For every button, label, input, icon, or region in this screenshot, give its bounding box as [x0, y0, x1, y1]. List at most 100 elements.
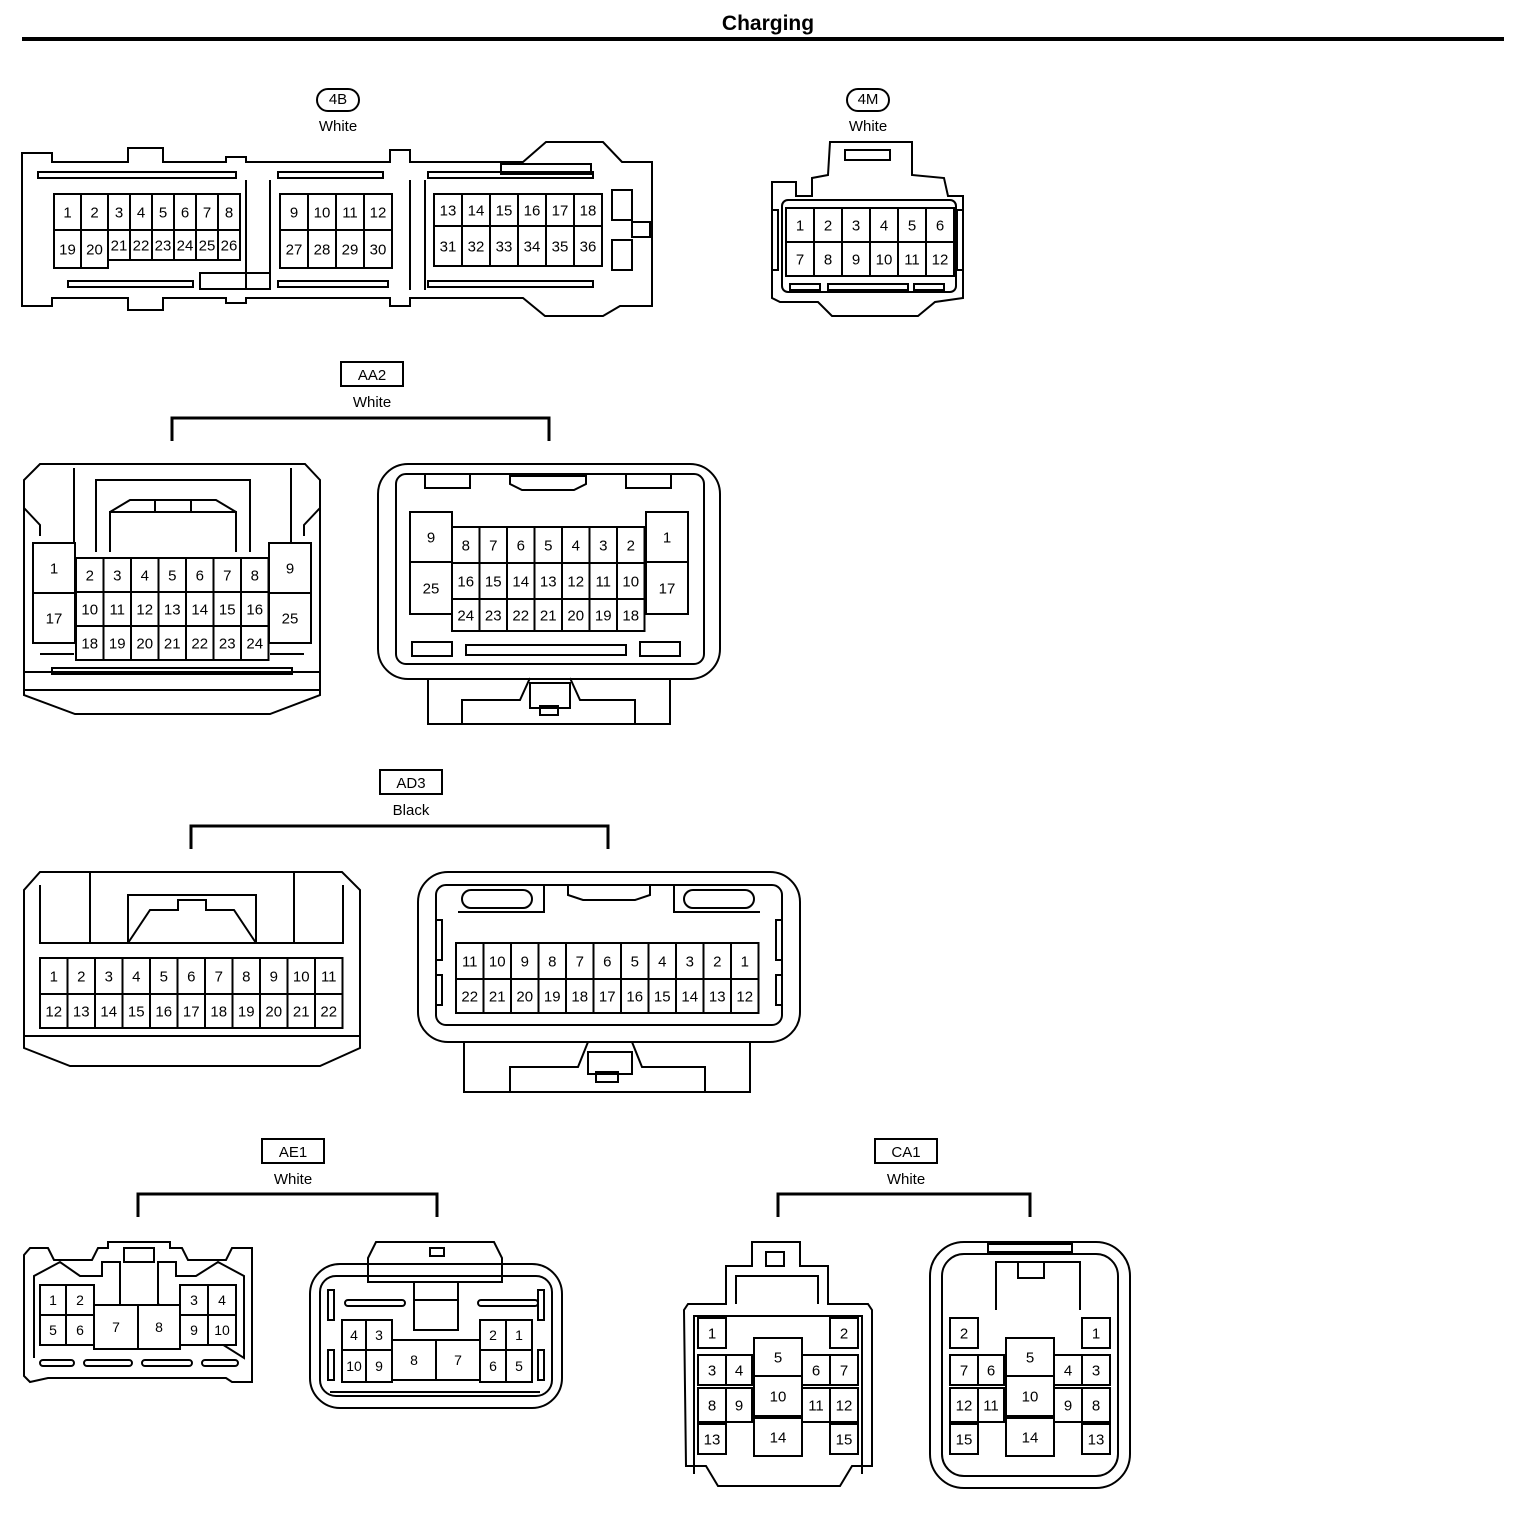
pin-number: 21 [540, 607, 557, 624]
pin-number: 6 [603, 953, 611, 970]
pin-number: 18 [580, 202, 597, 219]
pin-number: 10 [489, 953, 506, 970]
pin-number: 16 [155, 1003, 172, 1020]
pin-cavity [949, 1354, 979, 1386]
pin-cavity [94, 957, 124, 995]
pin-number: 17 [183, 1003, 200, 1020]
pin-number: 36 [580, 238, 597, 255]
pin-number: 3 [115, 204, 123, 221]
pin-number: 1 [708, 1325, 716, 1342]
pin-cavity [240, 557, 270, 593]
pin-number: 25 [423, 580, 440, 597]
pin-cavity [75, 591, 105, 627]
pin-cavity [157, 625, 187, 661]
pin-cavity [409, 511, 453, 563]
pin-number: 4 [132, 968, 140, 985]
pin-cavity [753, 1417, 803, 1457]
pin-number: 3 [599, 537, 607, 554]
pin-cavity [39, 993, 69, 1029]
pin-number: 20 [136, 635, 153, 652]
pin-number: 15 [836, 1431, 853, 1448]
pin-cavity [365, 1349, 393, 1383]
pin-number: 2 [90, 204, 98, 221]
pin-number: 17 [659, 580, 676, 597]
pin-number: 15 [128, 1003, 145, 1020]
pin-number: 14 [770, 1429, 787, 1446]
pin-number: 12 [567, 573, 584, 590]
pin-cavity [753, 1375, 803, 1417]
pin-cavity [461, 193, 491, 227]
pin-cavity [829, 1387, 859, 1423]
pin-number: 9 [270, 968, 278, 985]
pin-number: 16 [524, 202, 541, 219]
pin-number: 6 [987, 1362, 995, 1379]
pin-cavity [517, 225, 547, 267]
pin-cavity [647, 978, 677, 1014]
pin-number: 8 [548, 953, 556, 970]
connector-ad3-right-housing [417, 871, 801, 1093]
pin-number: 6 [936, 217, 944, 234]
connector-4b-color: White [318, 118, 358, 135]
pin-number: 5 [1026, 1349, 1034, 1366]
pin-number: 13 [1088, 1431, 1105, 1448]
pin-number: 14 [191, 601, 208, 618]
pin-number: 7 [960, 1362, 968, 1379]
pin-cavity [314, 993, 344, 1029]
pin-number: 11 [595, 573, 611, 590]
pin-cavity [897, 241, 927, 277]
pin-number: 23 [485, 607, 502, 624]
ad3-bracket [189, 824, 610, 849]
connector-4m-housing [771, 141, 964, 317]
pin-cavity [1081, 1423, 1111, 1455]
pin-number: 13 [709, 988, 726, 1005]
pin-number: 6 [489, 1358, 497, 1374]
connector-4m-code: 4M [846, 88, 890, 112]
pin-number: 9 [852, 251, 860, 268]
pin-number: 10 [876, 251, 893, 268]
pin-number: 1 [741, 953, 749, 970]
pin-cavity [455, 978, 485, 1014]
pin-number: 4 [137, 204, 145, 221]
pin-cavity [80, 193, 109, 231]
pin-number: 32 [468, 238, 485, 255]
pin-cavity [240, 625, 270, 661]
pin-cavity [391, 1339, 437, 1381]
pin-number: 2 [840, 1325, 848, 1342]
pin-number: 21 [293, 1003, 310, 1020]
pin-cavity [1005, 1417, 1055, 1457]
pin-number: 11 [342, 204, 358, 221]
pin-number: 1 [50, 560, 58, 577]
pin-number: 9 [735, 1397, 743, 1414]
pin-number: 24 [246, 635, 263, 652]
pin-number: 2 [627, 537, 635, 554]
pin-cavity [925, 207, 955, 243]
pin-number: 11 [904, 251, 920, 268]
pin-number: 12 [836, 1397, 853, 1414]
pin-number: 6 [517, 537, 525, 554]
pin-cavity [616, 526, 646, 564]
pin-number: 1 [1092, 1325, 1100, 1342]
pin-number: 12 [45, 1003, 62, 1020]
pin-number: 20 [265, 1003, 282, 1020]
pin-number: 10 [314, 204, 331, 221]
pin-number: 4 [218, 1292, 226, 1308]
pin-cavity [479, 1319, 507, 1351]
connector-ad3-code: AD3 [379, 769, 443, 795]
pin-number: 5 [159, 204, 167, 221]
pin-number: 8 [225, 204, 233, 221]
pin-number: 23 [219, 635, 236, 652]
pin-number: 23 [155, 237, 172, 254]
pin-cavity [949, 1423, 979, 1455]
connector-4b-housing [21, 141, 653, 317]
pin-number: 2 [77, 968, 85, 985]
pin-number: 6 [181, 204, 189, 221]
pin-number: 17 [552, 202, 569, 219]
pin-cavity [506, 598, 536, 632]
pin-cavity [39, 1314, 67, 1346]
connector-aa2-right-housing [377, 463, 721, 725]
pin-number: 10 [622, 573, 639, 590]
pin-number: 9 [375, 1358, 383, 1374]
pin-number: 3 [113, 567, 121, 584]
pin-number: 9 [290, 204, 298, 221]
pin-cavity [829, 1354, 859, 1386]
